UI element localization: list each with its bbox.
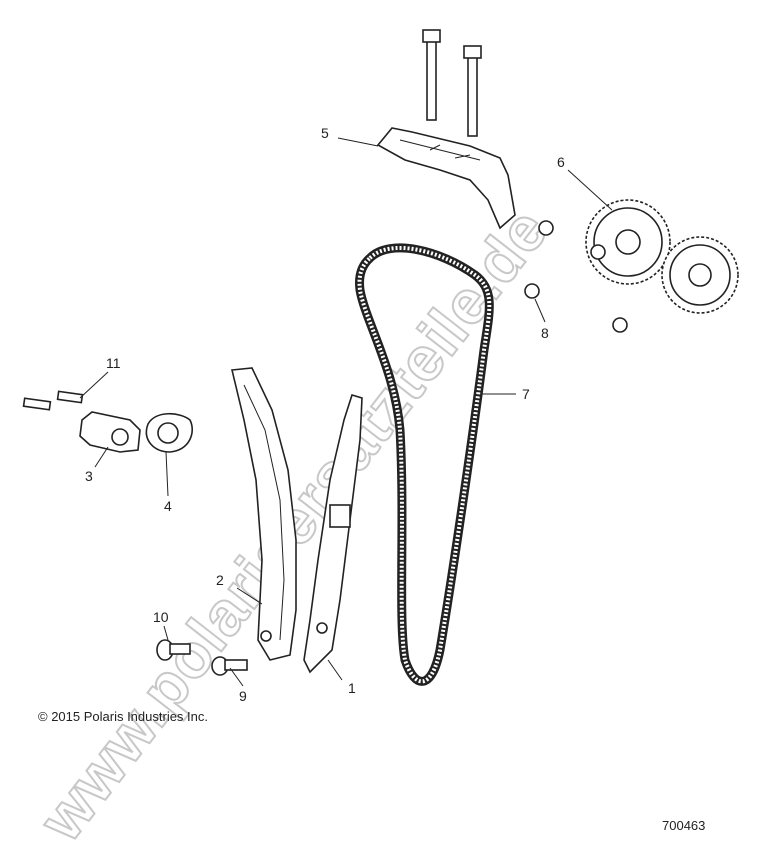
- callout-7: 7: [522, 386, 530, 402]
- tensioner-bolts: [22, 390, 84, 411]
- sprocket-bolts: [524, 283, 628, 333]
- copyright-text: © 2015 Polaris Industries Inc.: [38, 709, 208, 724]
- callout-11: 11: [106, 355, 121, 371]
- leader-lines: [79, 137, 613, 687]
- callout-4: 4: [164, 498, 172, 514]
- chain-tensioner: [79, 411, 141, 453]
- cam-sprockets: [538, 199, 739, 314]
- callout-5: 5: [321, 125, 329, 141]
- callout-8: 8: [541, 325, 549, 341]
- callout-6: 6: [557, 154, 565, 170]
- callout-labels: 1 2 3 4 5 6 7 8 9 10 11: [85, 125, 565, 704]
- tensioner-gasket: [145, 412, 194, 453]
- callout-1: 1: [348, 680, 356, 696]
- fixed-chain-guide: [303, 394, 363, 674]
- upper-chain-guide: [376, 29, 516, 230]
- callout-9: 9: [239, 688, 247, 704]
- cam-chain: [355, 243, 494, 686]
- callout-3: 3: [85, 468, 93, 484]
- callout-2: 2: [216, 572, 224, 588]
- pivot-bolts: [156, 639, 248, 676]
- callout-10: 10: [153, 609, 169, 625]
- tensioner-guide: [231, 367, 297, 661]
- figure-number: 700463: [662, 818, 706, 833]
